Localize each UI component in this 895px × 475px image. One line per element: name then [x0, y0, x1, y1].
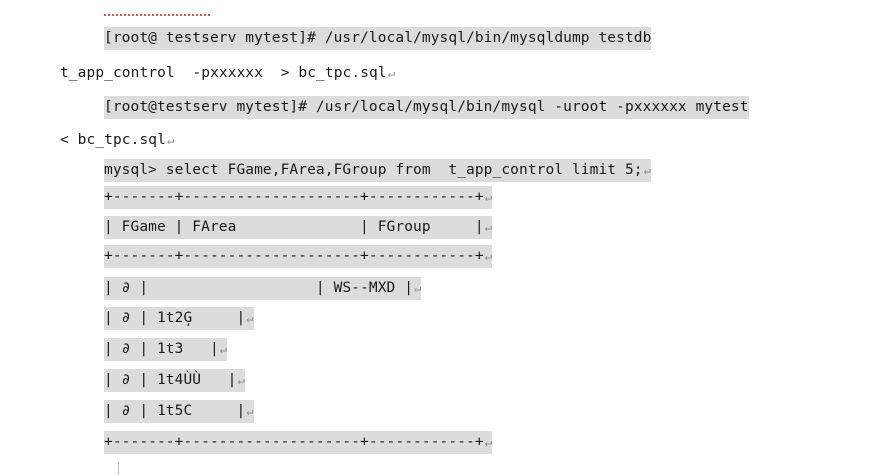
table-border-top: +-------+--------------------+----------… [104, 186, 493, 209]
command-text: [root@testserv mytest]# /usr/local/mysql… [104, 99, 749, 115]
paragraph-return-icon: ↵ [237, 373, 245, 387]
row-text: | ∂ | 1t4ÙÙ | [104, 372, 237, 388]
row-text: | ∂ | | WS--MXD | [104, 280, 414, 296]
command-text: t_app_control -pxxxxxx > bc_tpc.sql [60, 65, 387, 81]
paragraph-return-icon: ↵ [484, 435, 493, 449]
table-row: | ∂ | 1t3 |↵ [104, 338, 228, 361]
spellcheck-underline-fragment [104, 14, 210, 16]
table-row: | ∂ | 1t4ÙÙ |↵ [104, 369, 245, 392]
border-text: +-------+--------------------+----------… [104, 189, 484, 205]
paragraph-return-icon: ↵ [219, 342, 228, 356]
command-text: < bc_tpc.sql [60, 132, 166, 148]
shell-command-mysql-import: [root@testserv mytest]# /usr/local/mysql… [104, 96, 749, 119]
table-row: | ∂ | 1t5C |↵ [104, 400, 254, 423]
shell-command-mysql-import-continued: < bc_tpc.sql↵ [60, 129, 174, 152]
table-row: | ∂ | 1t2Ģ |↵ [104, 307, 254, 330]
text-cursor [118, 462, 119, 475]
shell-command-mysqldump-continued: t_app_control -pxxxxxx > bc_tpc.sql↵ [60, 62, 395, 85]
paragraph-return-icon: ↵ [166, 133, 175, 147]
mysql-select-query: mysql> select FGame,FArea,FGroup from t_… [104, 159, 651, 182]
header-text: | FGame | FArea | FGroup | [104, 219, 484, 235]
row-text: | ∂ | 1t2Ģ | [104, 310, 246, 326]
command-text: [root@ testserv mytest]# /usr/local/mysq… [104, 30, 652, 46]
paragraph-return-icon: ↵ [484, 190, 493, 204]
paragraph-return-icon: ↵ [246, 311, 254, 325]
shell-command-mysqldump: [root@ testserv mytest]# /usr/local/mysq… [104, 27, 652, 50]
table-header-row: | FGame | FArea | FGroup |↵ [104, 216, 493, 239]
row-text: | ∂ | 1t3 | [104, 341, 219, 357]
border-text: +-------+--------------------+----------… [104, 434, 484, 450]
table-header-separator: +-------+--------------------+----------… [104, 245, 493, 268]
paragraph-return-icon: ↵ [484, 220, 493, 234]
paragraph-return-icon: ↵ [387, 66, 396, 80]
paragraph-return-icon: ↵ [484, 249, 493, 263]
query-text: mysql> select FGame,FArea,FGroup from t_… [104, 162, 643, 178]
table-border-bottom: +-------+--------------------+----------… [104, 431, 493, 454]
paragraph-return-icon: ↵ [414, 281, 422, 295]
table-row: | ∂ | | WS--MXD |↵ [104, 277, 422, 300]
paragraph-return-icon: ↵ [246, 404, 254, 418]
border-text: +-------+--------------------+----------… [104, 248, 484, 264]
row-text: | ∂ | 1t5C | [104, 403, 246, 419]
paragraph-return-icon: ↵ [643, 163, 651, 177]
